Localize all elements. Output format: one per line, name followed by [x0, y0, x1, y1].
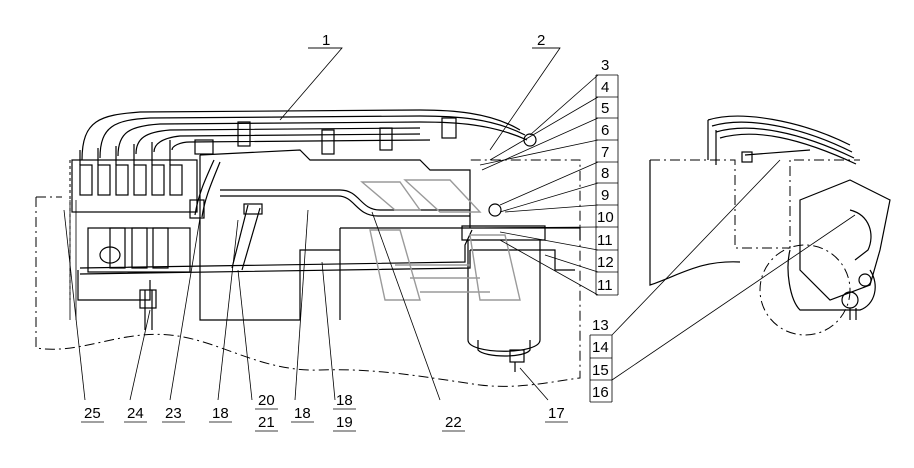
- callout-18b: 18: [294, 405, 311, 422]
- callout-15: 15: [592, 362, 609, 379]
- callout-labels: 1 2 3 4 5 6 7 8 9 10 11 12 11 13 14 15 1…: [84, 32, 614, 431]
- callout-18a: 22: [445, 414, 462, 431]
- side-view: [649, 115, 891, 336]
- fuel-filter: [461, 203, 546, 372]
- high-pressure-pipes: [81, 109, 537, 161]
- callout-3: 3: [601, 57, 609, 74]
- callout-11b: 11: [597, 277, 613, 294]
- callout-17: 17: [548, 405, 565, 422]
- drain-pipes: [139, 159, 263, 330]
- callout-14: 14: [592, 339, 609, 356]
- callout-12: 12: [597, 254, 614, 271]
- callout-20: 19: [336, 414, 353, 431]
- leader-lines: [63, 47, 856, 401]
- callout-21: 20: [258, 392, 275, 409]
- callout-23: 23: [165, 405, 182, 422]
- callout-13: 13: [592, 317, 609, 334]
- callout-25: 25: [84, 405, 101, 422]
- watermark-logo: [360, 179, 521, 301]
- callout-19: 18: [336, 392, 353, 409]
- fuel-pump: [69, 140, 198, 320]
- callout-2: 2: [537, 32, 545, 49]
- callout-22: 21: [258, 414, 275, 431]
- return-line: [79, 229, 575, 275]
- callout-7: 7: [601, 144, 609, 161]
- callout-4: 4: [601, 79, 609, 96]
- callout-8: 8: [601, 165, 609, 182]
- callout-24: 24: [127, 405, 144, 422]
- callout-5: 5: [601, 100, 609, 117]
- callout-11a: 11: [597, 232, 613, 249]
- callout-18c: 18: [212, 405, 229, 422]
- callout-16: 16: [592, 384, 609, 401]
- callout-9: 9: [601, 187, 609, 204]
- callout-1: 1: [322, 32, 330, 49]
- callout-6: 6: [601, 122, 609, 139]
- engine-block: [199, 149, 581, 321]
- callout-underlines: [81, 47, 619, 432]
- callout-10: 10: [597, 209, 614, 226]
